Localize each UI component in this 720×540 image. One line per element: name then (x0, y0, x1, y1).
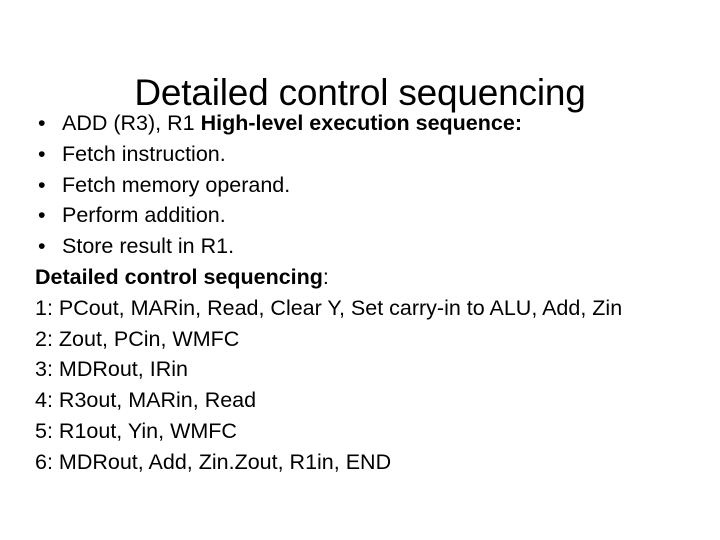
bullet-icon: • (38, 111, 46, 135)
list-item: 4: R3out, MARin, Read (26, 385, 698, 416)
list-item: • Store result in R1. (26, 231, 698, 262)
list-item-text: Perform addition. (62, 203, 226, 228)
bullet-icon: • (38, 141, 46, 166)
list-item: • Fetch instruction. (26, 139, 698, 170)
slide-body: • ADD (R3), R1 High-level execution sequ… (26, 108, 698, 478)
list-item-emphasis: High-level execution sequence: (200, 111, 522, 135)
step-text: PCout, MARin, Read, Clear Y, Set carry-i… (58, 295, 623, 320)
bullet-icon: • (38, 234, 46, 259)
section-heading-label: Detailed control sequencing (35, 264, 323, 289)
step-text: MDRout, Add, Zin.Zout, R1in, END (58, 449, 392, 474)
step-label: 6: (35, 449, 53, 474)
list-item: • Perform addition. (26, 200, 698, 231)
step-text: Zout, PCin, WMFC (58, 326, 240, 351)
step-label: 4: (35, 388, 53, 413)
list-item-text: Store result in R1. (62, 234, 235, 259)
section-heading: Detailed control sequencing: (26, 262, 698, 293)
bullet-icon: • (38, 172, 46, 197)
page-title: Detailed control sequencing (134, 71, 586, 113)
list-item: 1: PCout, MARin, Read, Clear Y, Set carr… (26, 293, 698, 324)
list-item: 6: MDRout, Add, Zin.Zout, R1in, END (26, 447, 698, 478)
step-label: 5: (35, 418, 53, 443)
list-item: 2: Zout, PCin, WMFC (26, 324, 698, 355)
step-label: 3: (35, 357, 53, 382)
list-item: 3: MDRout, IRin (26, 354, 698, 385)
section-heading-colon: : (322, 264, 329, 289)
bullet-icon: • (38, 203, 46, 228)
list-item-text: ADD (R3), R1 (62, 111, 201, 135)
step-label: 1: (35, 295, 53, 320)
step-text: MDRout, IRin (58, 357, 188, 382)
step-text: R1out, Yin, WMFC (58, 418, 237, 443)
list-item-text: Fetch memory operand. (62, 172, 291, 197)
step-label: 2: (35, 326, 53, 351)
step-text: R3out, MARin, Read (58, 388, 257, 413)
list-item: 5: R1out, Yin, WMFC (26, 416, 698, 447)
list-item: • ADD (R3), R1 High-level execution sequ… (26, 108, 698, 139)
list-item-text: Fetch instruction. (62, 141, 226, 166)
list-item: • Fetch memory operand. (26, 170, 698, 201)
